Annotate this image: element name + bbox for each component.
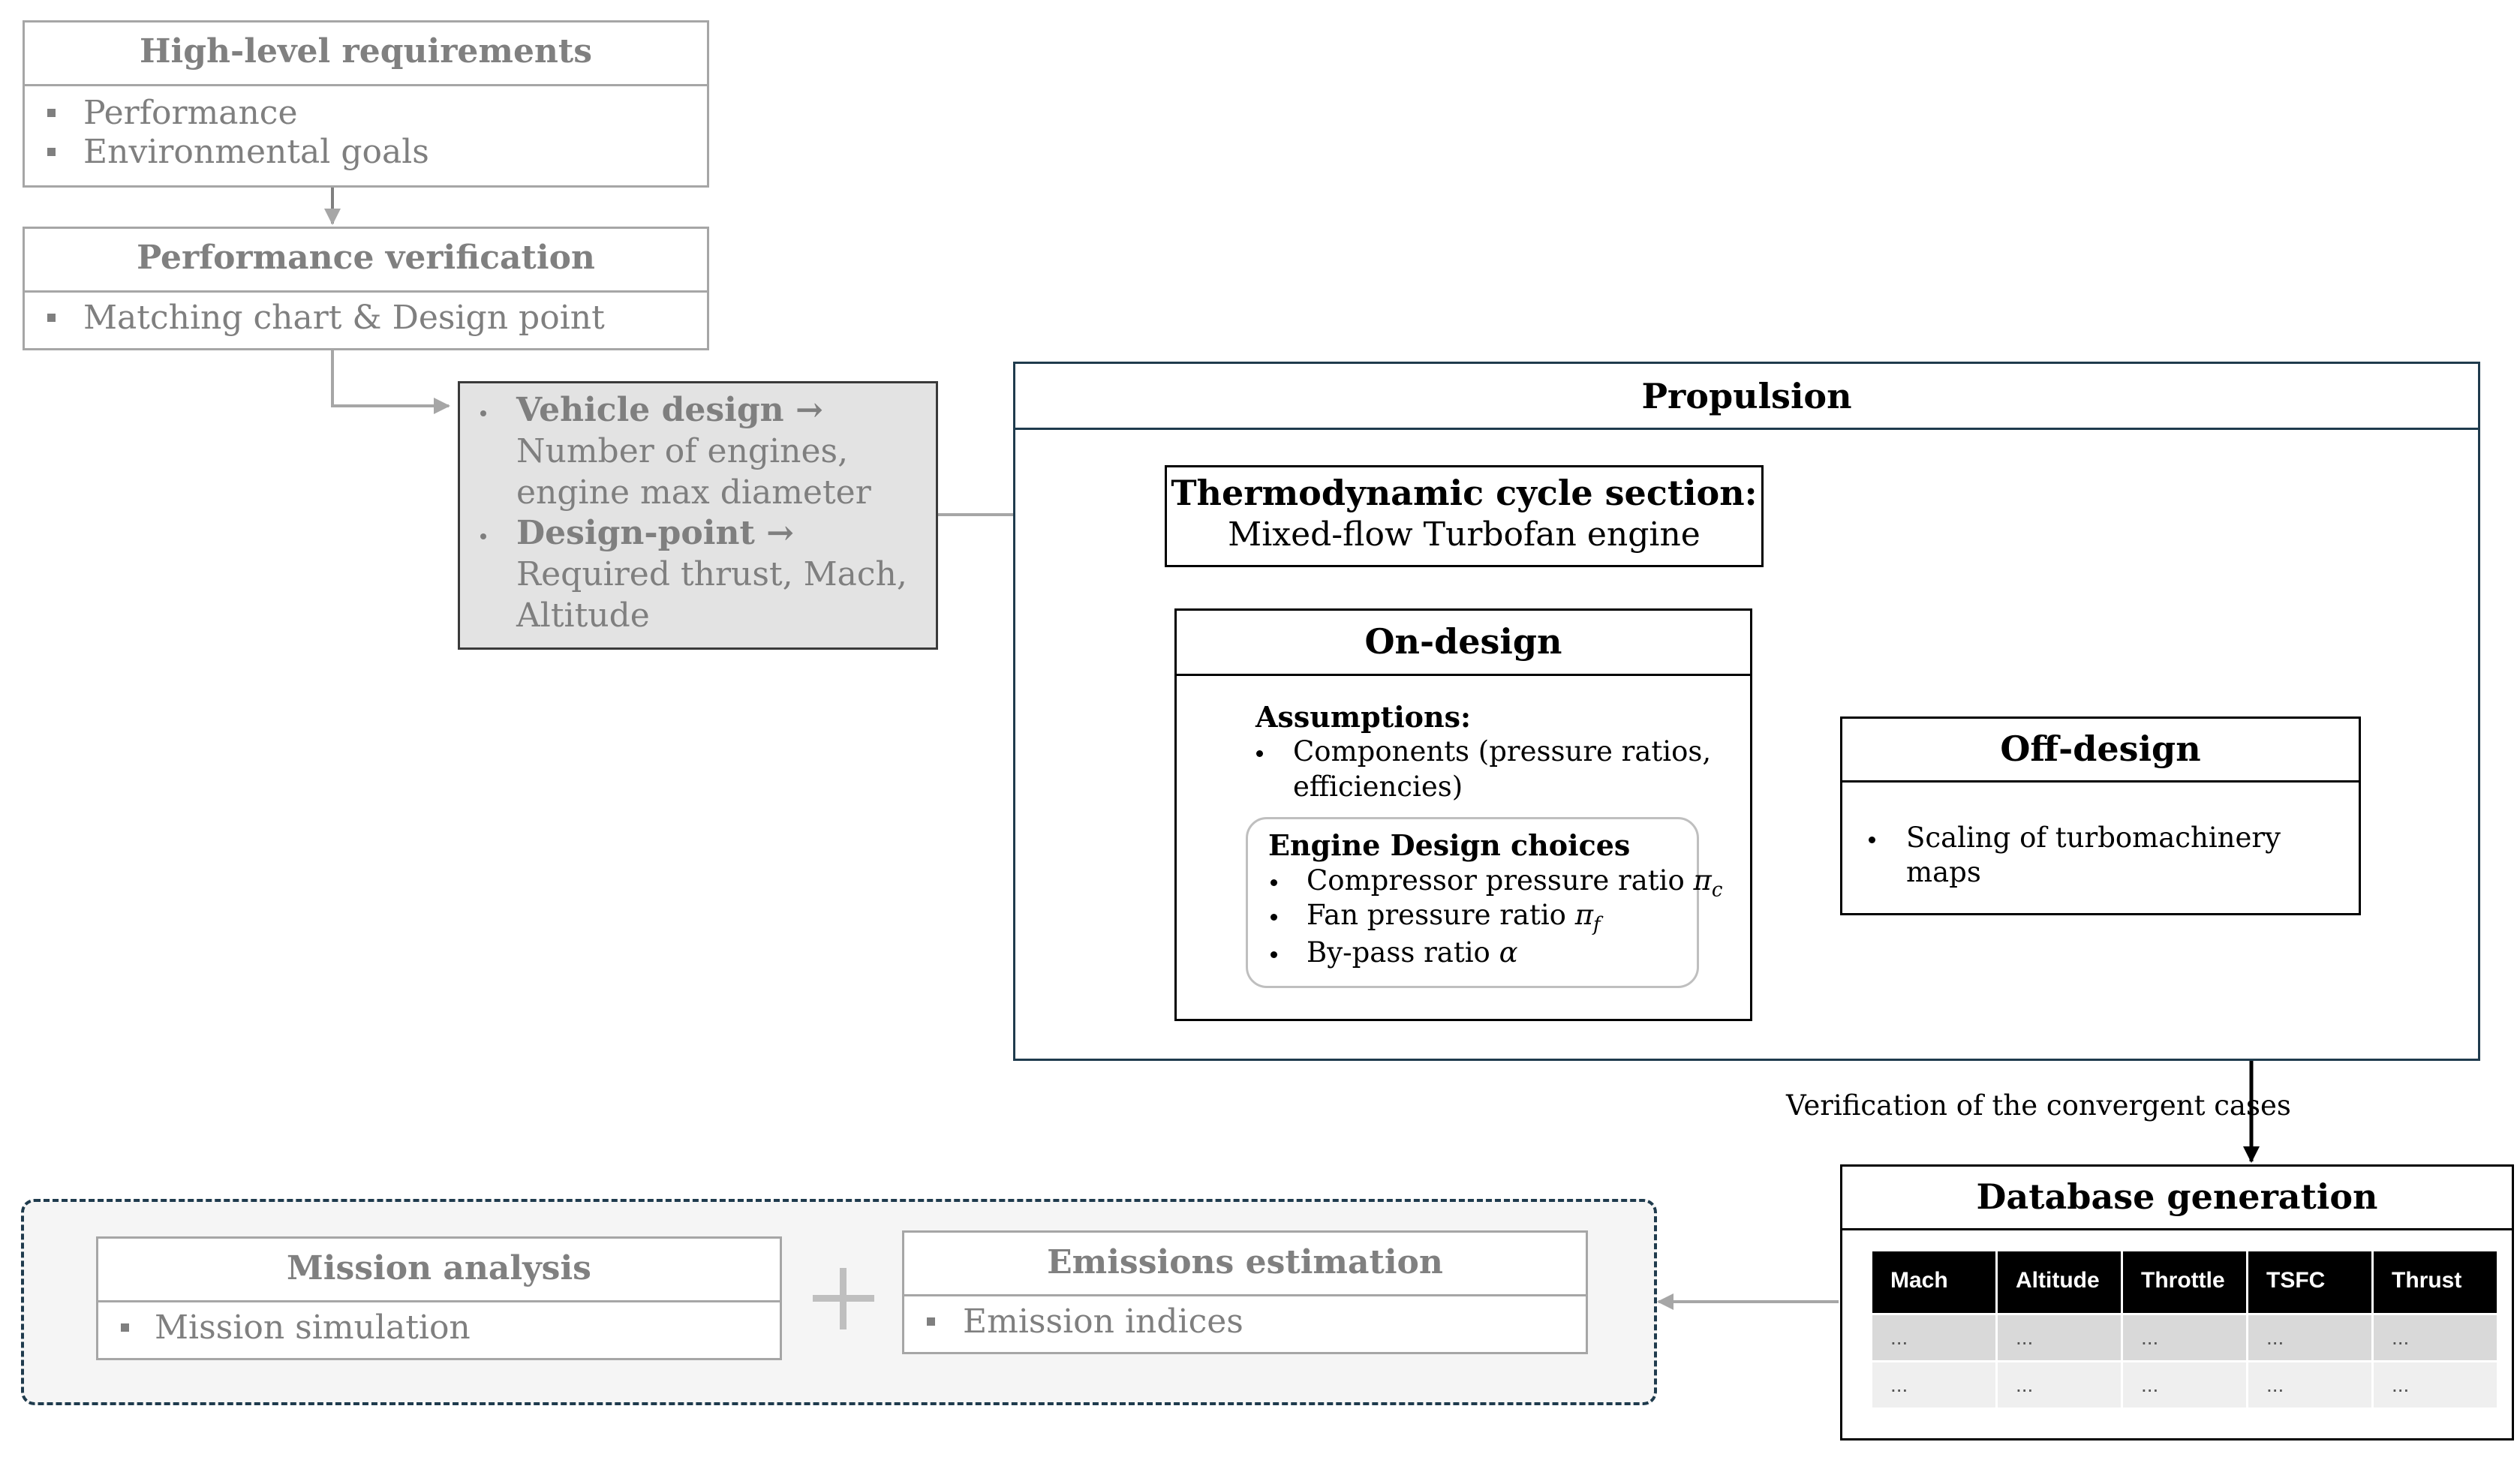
table-cell: ... xyxy=(2123,1362,2246,1407)
engine-design-choices-box: Engine Design choices Compressor pressur… xyxy=(1246,817,1722,988)
choice-bypass-text: By-pass ratio xyxy=(1307,936,1499,969)
choice-fan: Fan pressure ratio πf xyxy=(1307,899,1601,936)
bullet-icon xyxy=(47,109,56,117)
table-cell: ... xyxy=(2248,1362,2371,1407)
table-cell: ... xyxy=(1998,1315,2121,1360)
thermo-cycle-title: Thermodynamic cycle section: xyxy=(1171,473,1758,513)
table-cell: ... xyxy=(2374,1315,2497,1360)
choice-bypass: By-pass ratio α xyxy=(1307,936,1518,969)
mission-analysis-box: Mission analysis Mission simulation xyxy=(96,1236,782,1360)
requirements-item-performance: Performance xyxy=(83,94,298,132)
emission-indices-item: Emission indices xyxy=(963,1302,1243,1341)
assumption-line-1: Components (pressure ratios, xyxy=(1293,735,1712,768)
subscript-c: c xyxy=(1711,879,1723,902)
bullet-icon xyxy=(1271,951,1277,958)
bullet-icon xyxy=(1256,750,1263,757)
bullet-icon xyxy=(1271,879,1277,886)
choice-fan-text: Fan pressure ratio xyxy=(1307,899,1575,931)
choice-compressor: Compressor pressure ratio πc xyxy=(1307,864,1722,901)
on-design-title: On-design xyxy=(1177,611,1750,676)
table-cell: ... xyxy=(2248,1315,2371,1360)
vehicle-design-box: Vehicle design → Number of engines, engi… xyxy=(458,381,938,650)
requirements-item-environmental: Environmental goals xyxy=(83,133,429,171)
off-design-line-2: maps xyxy=(1906,856,1981,888)
plus-icon xyxy=(813,1268,874,1329)
bullet-icon xyxy=(927,1317,935,1326)
choice-compressor-text: Compressor pressure ratio xyxy=(1307,864,1694,897)
thermo-cycle-box: Thermodynamic cycle section: Mixed-flow … xyxy=(1165,465,1764,567)
mission-analysis-title: Mission analysis xyxy=(98,1239,780,1302)
pi-symbol: π xyxy=(1693,864,1712,897)
requirements-title: High-level requirements xyxy=(25,23,707,86)
alpha-symbol: α xyxy=(1499,936,1518,969)
bullet-icon xyxy=(47,148,56,156)
engine-design-choices-title: Engine Design choices xyxy=(1268,828,1631,862)
verification-title: Performance verification xyxy=(25,229,707,293)
table-cell: ... xyxy=(1998,1362,2121,1407)
requirements-box: High-level requirements Performance Envi… xyxy=(23,20,709,188)
subscript-f: f xyxy=(1593,913,1601,936)
assumption-line-2: efficiencies) xyxy=(1293,771,1463,803)
database-table: Mach Altitude Throttle TSFC Thrust ... .… xyxy=(1872,1251,2497,1415)
table-header-throttle: Throttle xyxy=(2123,1251,2246,1313)
off-design-line-1: Scaling of turbomachinery xyxy=(1906,822,2281,854)
design-point-title: Design-point → xyxy=(516,514,794,552)
table-header-thrust: Thrust xyxy=(2374,1251,2497,1313)
bullet-icon xyxy=(1869,837,1875,843)
table-cell: ... xyxy=(1872,1315,1995,1360)
pi-symbol: π xyxy=(1574,899,1594,931)
table-cell: ... xyxy=(2123,1315,2246,1360)
design-point-line-1: Required thrust, Mach, xyxy=(516,555,907,593)
verification-item-matching: Matching chart & Design point xyxy=(83,299,605,337)
bullet-icon xyxy=(1271,914,1277,921)
mission-simulation-item: Mission simulation xyxy=(155,1308,471,1347)
vehicle-design-line-1: Number of engines, xyxy=(516,432,849,470)
table-header-mach: Mach xyxy=(1872,1251,1995,1313)
bullet-icon xyxy=(480,410,486,416)
emissions-estimation-box: Emissions estimation Emission indices xyxy=(902,1230,1588,1354)
database-title: Database generation xyxy=(1842,1167,2512,1230)
emissions-estimation-title: Emissions estimation xyxy=(904,1233,1586,1296)
propulsion-title: Propulsion xyxy=(1015,364,2478,430)
off-design-title: Off-design xyxy=(1842,719,2359,783)
verification-box: Performance verification Matching chart … xyxy=(23,227,709,350)
table-cell: ... xyxy=(2374,1362,2497,1407)
vehicle-design-title: Vehicle design → xyxy=(516,391,823,429)
arrow-verif-to-vehicle xyxy=(331,350,450,414)
off-design-box: Off-design Scaling of turbomachinery map… xyxy=(1840,716,2361,915)
on-design-box: On-design Assumptions: Components (press… xyxy=(1174,608,1752,1021)
bullet-icon xyxy=(47,314,56,322)
table-cell: ... xyxy=(1872,1362,1995,1407)
bullet-icon xyxy=(480,533,486,539)
bullet-icon xyxy=(121,1323,129,1332)
design-point-line-2: Altitude xyxy=(516,596,650,635)
verification-convergent-label: Verification of the convergent cases xyxy=(1786,1089,2291,1122)
assumptions-title: Assumptions: xyxy=(1255,700,1472,734)
thermo-cycle-subtitle: Mixed-flow Turbofan engine xyxy=(1228,515,1701,554)
vehicle-design-line-2: engine max diameter xyxy=(516,473,871,512)
table-header-tsfc: TSFC xyxy=(2248,1251,2371,1313)
table-header-altitude: Altitude xyxy=(1998,1251,2121,1313)
